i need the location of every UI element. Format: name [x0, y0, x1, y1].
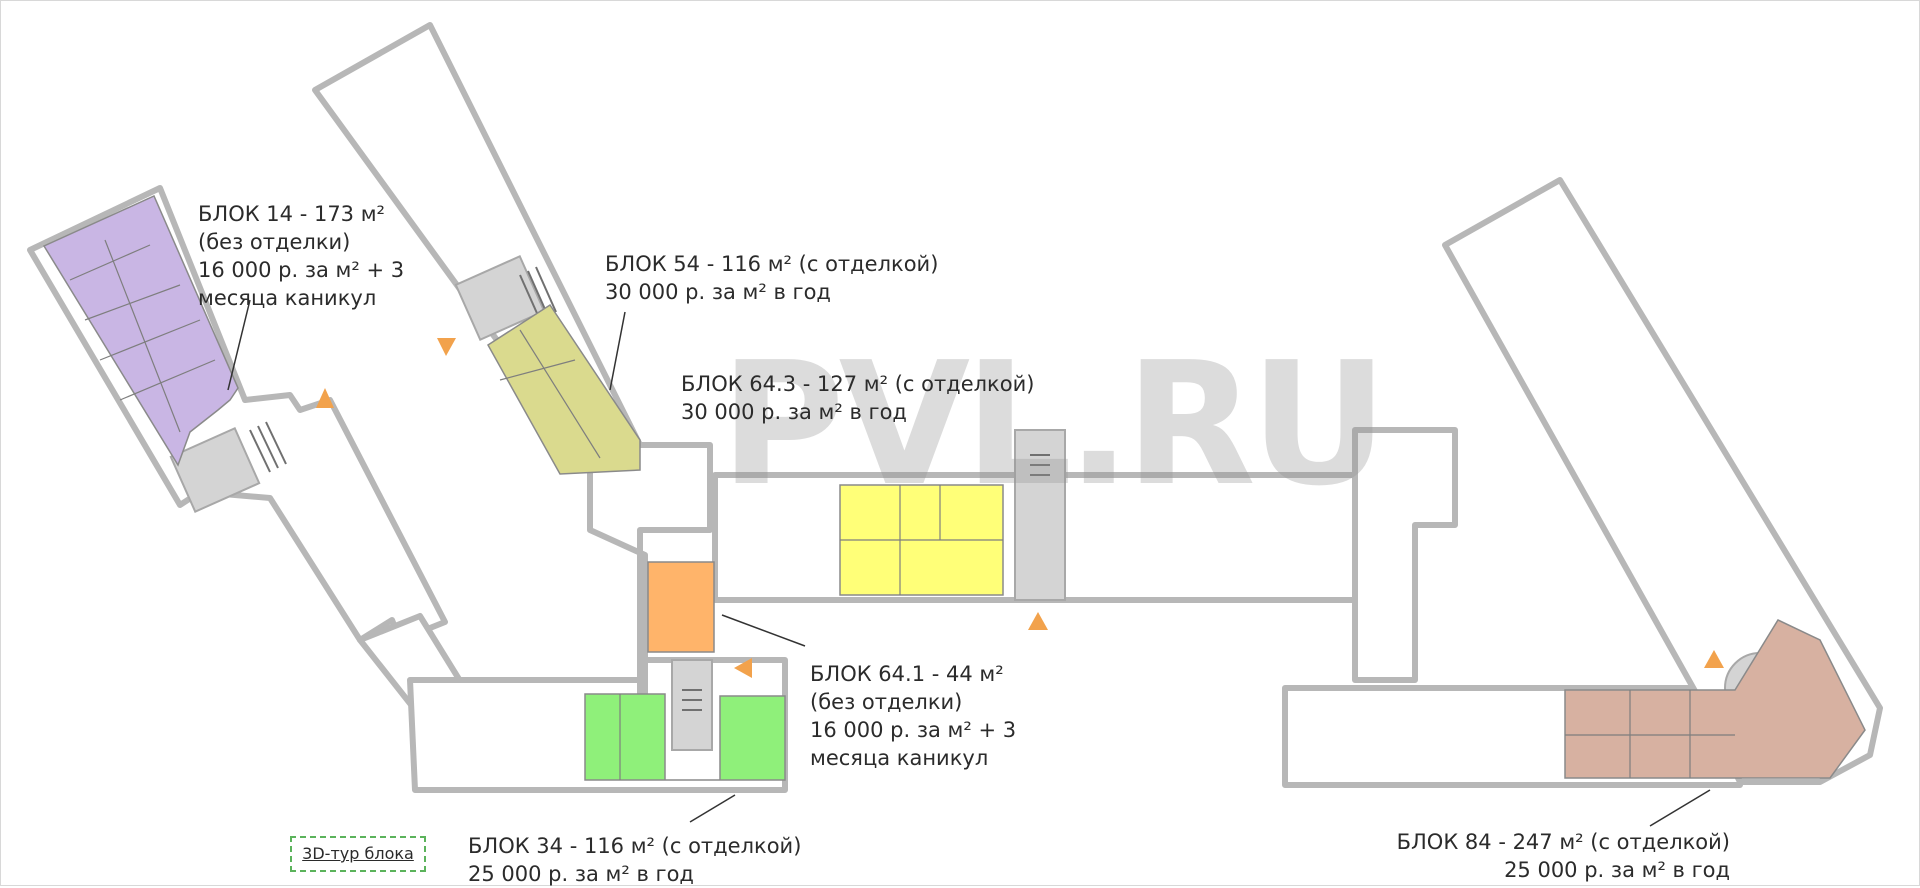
block-14-price: 16 000 р. за м² + 3: [198, 258, 405, 282]
block-84-title: БЛОК 84 - 247 м² (с отделкой): [1396, 830, 1730, 854]
block-54-price: 30 000 р. за м² в год: [605, 280, 831, 304]
block-64-1-price: 16 000 р. за м² + 3: [810, 718, 1017, 742]
block-64-1-finish: (без отделки): [810, 690, 963, 714]
watermark: PVL.RU: [720, 326, 1388, 524]
marker-icon: [437, 338, 456, 356]
marker-icon: [1704, 650, 1724, 668]
block-54-title: БЛОК 54 - 116 м² (с отделкой): [605, 252, 939, 276]
block-64-3-label: БЛОК 64.3 - 127 м² (с отделкой) 30 000 р…: [681, 370, 1034, 426]
block-54-area: [487, 303, 641, 475]
block-84-label: БЛОК 84 - 247 м² (с отделкой) 25 000 р. …: [1370, 828, 1730, 884]
block-54-label: БЛОК 54 - 116 м² (с отделкой) 30 000 р. …: [605, 250, 938, 306]
block-34-area: [584, 693, 786, 781]
block-14-title: БЛОК 14 - 173 м²: [198, 202, 385, 226]
block-34-label: БЛОК 34 - 116 м² (с отделкой) 25 000 р. …: [468, 832, 801, 888]
marker-icon: [1028, 612, 1048, 630]
block-64-1-label: БЛОК 64.1 - 44 м² (без отделки) 16 000 р…: [810, 660, 1016, 772]
block-14-label: БЛОК 14 - 173 м² (без отделки) 16 000 р.…: [198, 200, 404, 312]
block-14-finish: (без отделки): [198, 230, 351, 254]
3d-tour-label: 3D-тур блока: [302, 844, 414, 863]
block-84-area: [1564, 619, 1866, 779]
stairwell-central: [1014, 429, 1066, 601]
stairwell-upper: [454, 255, 546, 341]
block-14-terms: месяца каникул: [198, 286, 377, 310]
block-64-3-title: БЛОК 64.3 - 127 м² (с отделкой): [681, 372, 1035, 396]
block-64-1-area: [647, 561, 715, 653]
marker-icon: [734, 658, 752, 678]
block-64-1-title: БЛОК 64.1 - 44 м²: [810, 662, 1004, 686]
stairwell-bottom: [671, 659, 713, 751]
block-64-1-terms: месяца каникул: [810, 746, 989, 770]
block-34-price: 25 000 р. за м² в год: [468, 862, 694, 886]
block-64-3-price: 30 000 р. за м² в год: [681, 400, 907, 424]
block-34-title: БЛОК 34 - 116 м² (с отделкой): [468, 834, 802, 858]
stairwell-left: [169, 427, 261, 513]
marker-icon: [316, 388, 334, 408]
right-connector: [1352, 427, 1458, 683]
block-84-price: 25 000 р. за м² в год: [1504, 858, 1730, 882]
block-14-area: [42, 195, 239, 467]
3d-tour-button[interactable]: 3D-тур блока: [290, 836, 426, 872]
